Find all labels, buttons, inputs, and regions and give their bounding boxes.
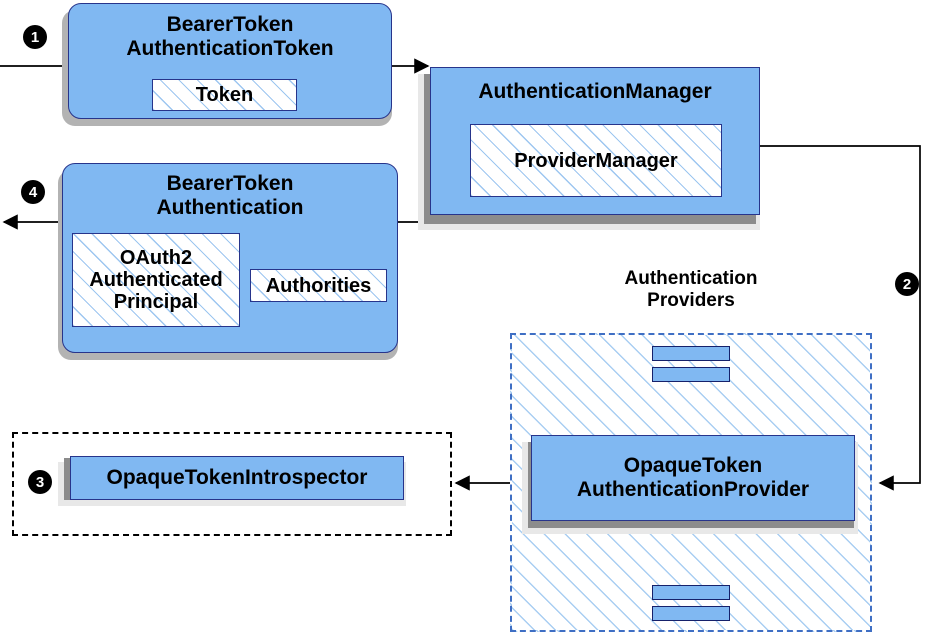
group-authentication-providers-title: Authentication Providers [624,268,758,311]
node-opaque-token-authentication-provider[interactable]: OpaqueToken AuthenticationProvider [531,435,855,521]
node-opaque-token-introspector[interactable]: OpaqueTokenIntrospector [70,456,404,500]
interface-bar-top-1 [652,346,730,361]
interface-bar-top-2 [652,367,730,382]
step-marker-1: 1 [23,25,47,49]
step-marker-4: 4 [21,180,45,204]
node-authentication-manager-title: AuthenticationManager [478,80,712,103]
step-marker-3: 3 [28,470,52,494]
node-provider-manager[interactable]: ProviderManager [470,124,722,197]
interface-bar-bottom-2 [652,606,730,621]
node-bearer-token-authentication-token-title: BearerToken AuthenticationToken [126,13,334,60]
node-oauth2-authenticated-principal[interactable]: OAuth2 Authenticated Principal [72,233,240,327]
group-introspector [12,432,452,536]
node-bearer-token-authentication-title: BearerToken Authentication [156,172,304,219]
node-authorities[interactable]: Authorities [250,269,387,302]
node-token[interactable]: Token [152,79,297,111]
interface-bar-bottom-1 [652,585,730,600]
step-marker-2: 2 [895,272,919,296]
